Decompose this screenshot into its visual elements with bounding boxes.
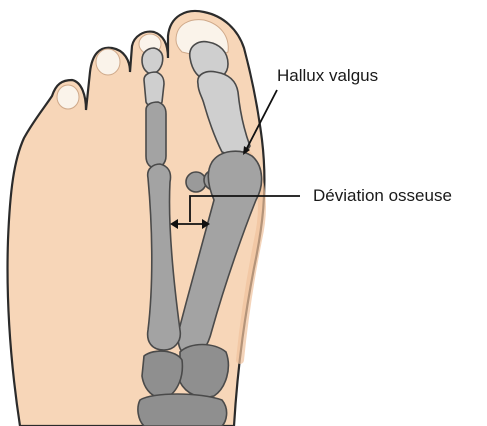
navicular-bone	[138, 394, 227, 426]
bone-deviation-label: Déviation osseuse	[313, 186, 452, 206]
sesamoid-medial	[186, 172, 206, 192]
second-toe-distal	[142, 48, 163, 74]
hallux-valgus-label: Hallux valgus	[277, 66, 378, 86]
second-toe-middle	[144, 72, 164, 107]
second-toe-proximal	[146, 102, 166, 168]
toenail-little	[57, 85, 79, 109]
toenail-fourth	[96, 49, 120, 75]
medial-cuneiform	[180, 345, 228, 398]
